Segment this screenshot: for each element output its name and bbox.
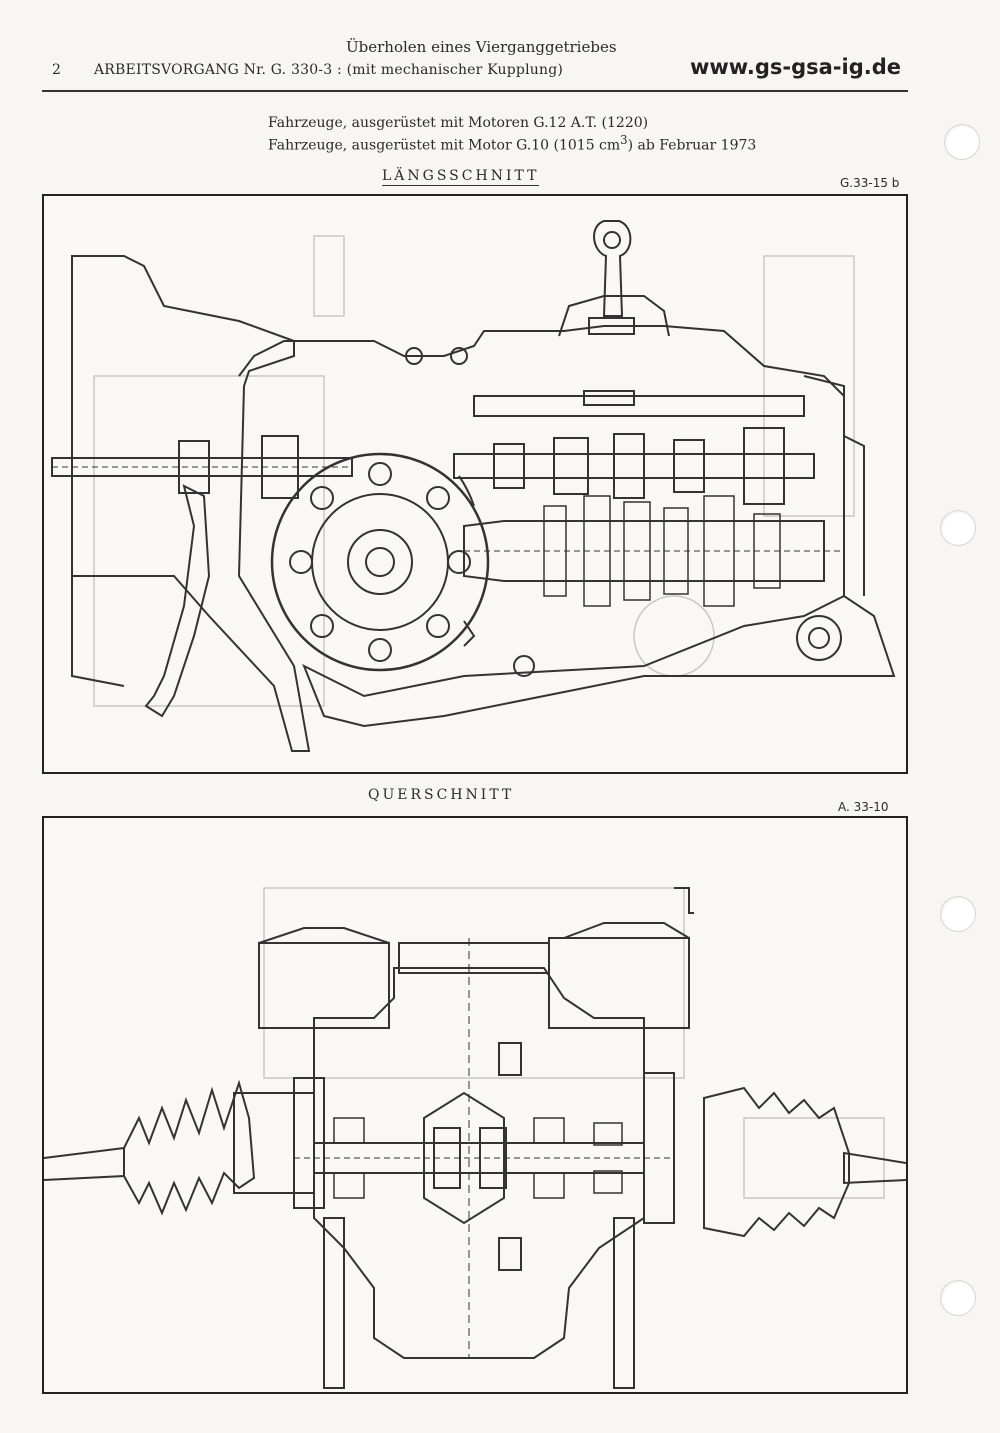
figure-ref-cross: A. 33-10 <box>838 800 889 814</box>
superscript-3: 3 <box>620 133 628 147</box>
vehicle-line-2-text: Fahrzeuge, ausgerüstet mit Motor G.10 (1… <box>268 137 621 154</box>
punch-hole-2 <box>940 510 976 546</box>
punch-hole-3 <box>940 896 976 932</box>
operation-prefix: ARBEITSVORGANG Nr. <box>94 62 267 78</box>
vehicle-line-2-suffix: ) ab Februar 1973 <box>627 137 757 154</box>
cross-section-drawing <box>42 816 908 1394</box>
website-url: www.gs-gsa-ig.de <box>690 55 901 79</box>
figure-ref-longitudinal: G.33-15 b <box>840 176 900 190</box>
header-rule <box>42 90 908 92</box>
gearbox-longitudinal-illustration <box>51 220 896 752</box>
vehicle-line-1: Fahrzeuge, ausgerüstet mit Motoren G.12 … <box>268 115 649 131</box>
operation-line: ARBEITSVORGANG Nr. G. 330-3 : (mit mecha… <box>94 62 563 78</box>
section-title-longitudinal: LÄNGSSCHNITT <box>382 168 540 186</box>
operation-number: G. 330-3 : <box>270 62 342 78</box>
vehicle-line-2: Fahrzeuge, ausgerüstet mit Motor G.10 (1… <box>268 133 756 154</box>
punch-hole-1 <box>944 124 980 160</box>
page-number: 2 <box>52 62 61 78</box>
longitudinal-section-drawing <box>42 194 908 774</box>
punch-hole-4 <box>940 1280 976 1316</box>
differential-cross-section-illustration <box>44 887 906 1389</box>
document-title: Überholen eines Vierganggetriebes <box>346 38 617 56</box>
operation-detail: (mit mechanischer Kupplung) <box>346 62 564 78</box>
section-title-cross: QUERSCHNITT <box>368 787 515 803</box>
